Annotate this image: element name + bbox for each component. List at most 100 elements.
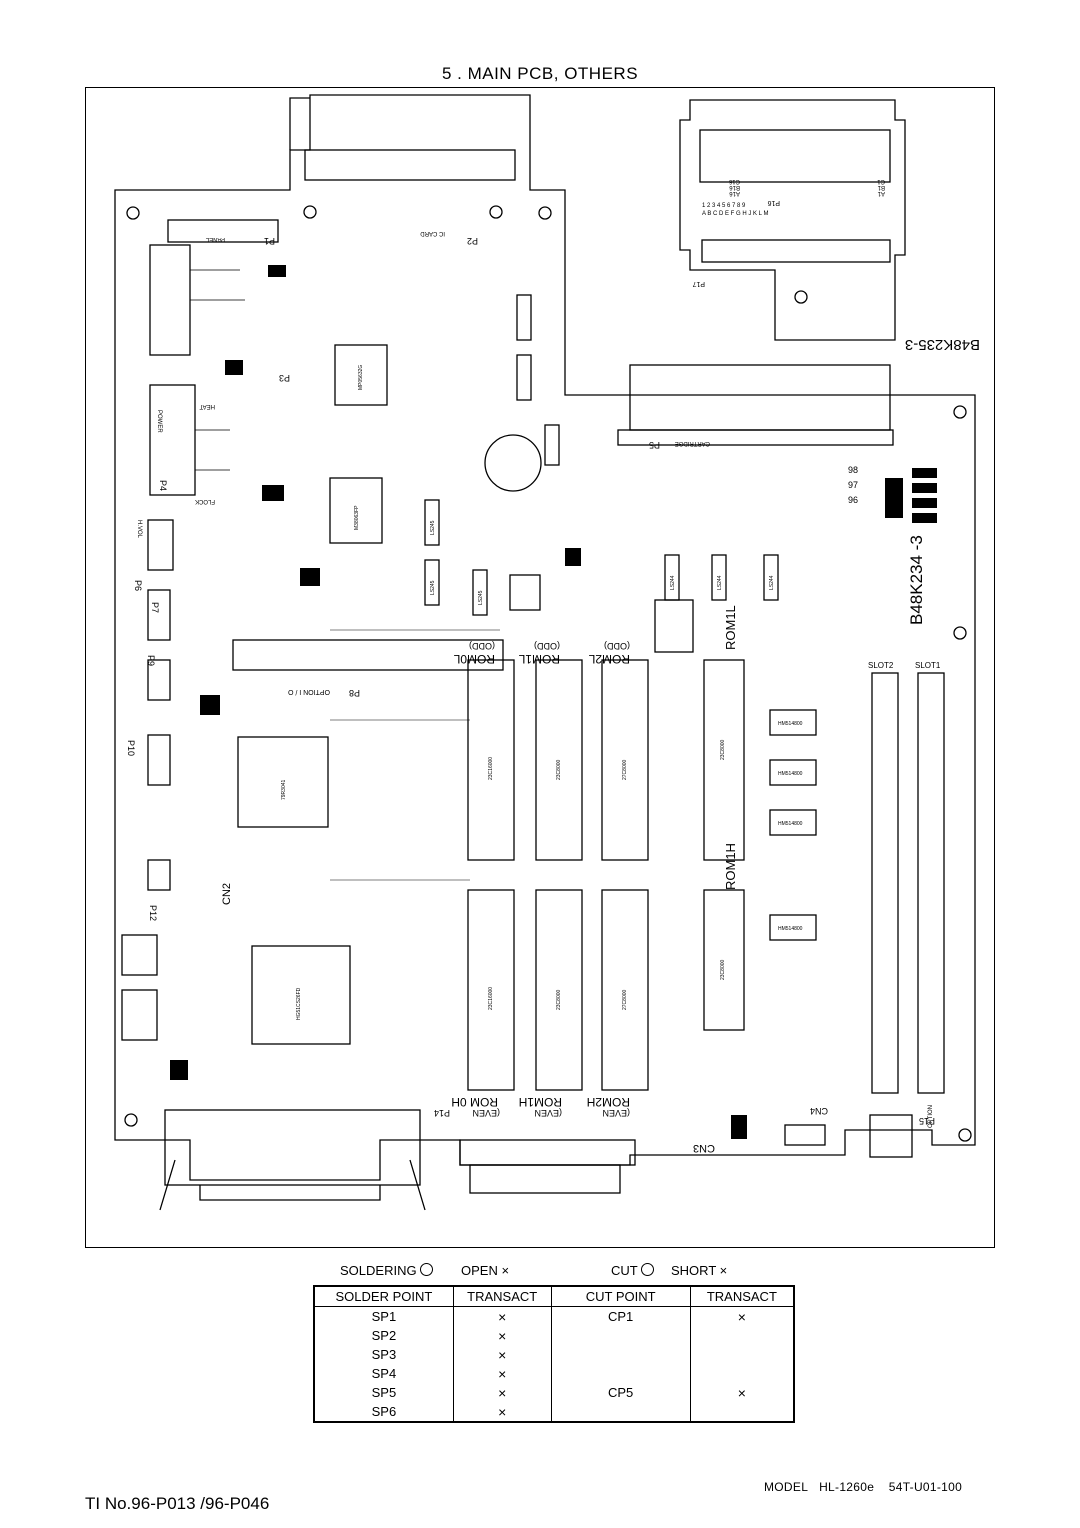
solder-point: SP6 <box>371 1404 397 1419</box>
ic-marking: 79R3041 <box>281 779 287 800</box>
edge-row-numbers: 1 2 3 4 5 6 7 8 9 <box>702 203 746 209</box>
cut-point <box>550 1326 691 1345</box>
solder-point: SP1 <box>371 1309 397 1324</box>
edge-pin-97: 97 <box>848 480 858 490</box>
label-p1: P1 <box>264 236 275 246</box>
ic-marking: 23C8000 <box>720 739 726 760</box>
ic-marking: LS244 <box>717 575 723 590</box>
connector-id-edge: B48K235-3 <box>905 336 980 353</box>
label-p9: P9 <box>146 655 156 666</box>
ic-marking: LS245 <box>430 580 436 595</box>
label-option-io: OPTION I / O <box>287 688 330 695</box>
legend-open-label: OPEN <box>461 1263 498 1278</box>
table-row: SP6 × <box>314 1402 794 1422</box>
ic-marking: LS244 <box>670 575 676 590</box>
label-rom2l: ROM2L <box>588 652 630 666</box>
board-outline <box>114 94 976 1181</box>
ic-marking: 27C8000 <box>622 989 628 1010</box>
cut-transact: × <box>689 1383 794 1402</box>
diagram-frame <box>85 87 995 1248</box>
label-p8: P8 <box>349 688 360 698</box>
edge-row-letters: A B C D E F G H J K L M <box>702 211 768 217</box>
table-row: SP3 × <box>314 1345 794 1364</box>
cut-point <box>550 1345 691 1364</box>
model-number: HL-1260e <box>819 1480 875 1494</box>
label-ic-card: IC CARD <box>420 230 445 236</box>
label-cn4: CN4 <box>810 1106 828 1116</box>
label-p12: P12 <box>148 905 158 921</box>
ic-marking: HM514800 <box>778 821 803 827</box>
legend-cut-label: CUT <box>611 1263 638 1278</box>
page-title: 5 . MAIN PCB, OTHERS <box>441 64 639 83</box>
edge-pin-98: 98 <box>848 465 858 475</box>
solder-transact: × <box>452 1364 552 1383</box>
legend-short-label: SHORT <box>671 1263 717 1278</box>
label-p10: P10 <box>126 740 136 756</box>
label-slot1: SLOT1 <box>915 661 941 670</box>
cross-icon: × <box>501 1263 510 1278</box>
ic-marking: LS245 <box>430 520 436 535</box>
legend-cut: CUT <box>611 1263 655 1278</box>
label-cn3: CN3 <box>693 1142 715 1154</box>
ic-marking: 23C16000 <box>488 987 494 1010</box>
header-cut-point: CUT POINT <box>550 1286 691 1307</box>
table-row: SP4 × <box>314 1364 794 1383</box>
label-even-3: (EVEN <box>602 1108 630 1118</box>
label-heat: HEAT <box>199 403 215 409</box>
label-rom0l: ROM0L <box>453 652 495 666</box>
circle-icon <box>641 1263 655 1276</box>
label-rom2h: ROM2H <box>587 1095 630 1109</box>
solder-transact: × <box>452 1402 552 1422</box>
label-even-1: (EVEN <box>472 1108 500 1118</box>
cross-icon: × <box>719 1263 728 1278</box>
ic-marking: HM514800 <box>778 926 803 932</box>
solder-transact: × <box>452 1383 552 1402</box>
pin-ref: P16 <box>767 199 780 206</box>
ic-marking: M38063FP <box>354 505 360 530</box>
pcb-diagram: ROM1L ROM1H ROM0L ROM1L ROM2L (ODD) (ODD… <box>114 94 980 1211</box>
label-p5: P5 <box>649 440 660 450</box>
pin-ref: A1 <box>877 190 885 196</box>
header-transact: TRANSACT <box>689 1286 794 1307</box>
label-odd-3: (ODD) <box>604 641 630 651</box>
label-cartridge: CARTRIDGE <box>675 440 710 446</box>
solder-transact: × <box>452 1345 552 1364</box>
ic-marking: 27C8000 <box>622 759 628 780</box>
label-p4: P4 <box>158 480 168 491</box>
ic-marking: 23C16000 <box>488 757 494 780</box>
solder-point: SP3 <box>371 1347 397 1362</box>
table-row: SP5 × CP5 × <box>314 1383 794 1402</box>
pin-ref: B1 <box>877 184 885 190</box>
label-odd-1: (ODD) <box>469 641 495 651</box>
label-p14: P14 <box>434 1108 450 1118</box>
solder-point: SP4 <box>371 1366 397 1381</box>
legend-short: SHORT × <box>671 1263 727 1278</box>
pin-ref: B16 <box>729 184 740 190</box>
circle-icon <box>420 1263 434 1276</box>
ic-marking: 23C8000 <box>556 989 562 1010</box>
doc-code: 54T-U01-100 <box>888 1480 963 1494</box>
cut-point <box>550 1402 691 1422</box>
ic-marking: HM514800 <box>778 721 803 727</box>
header-transact: TRANSACT <box>452 1286 552 1307</box>
solder-point: SP5 <box>371 1385 397 1400</box>
ic-marking: 23C8000 <box>720 959 726 980</box>
solder-transact: × <box>452 1326 552 1345</box>
label-panel: PANEL <box>205 236 225 242</box>
cut-transact <box>689 1364 794 1383</box>
legend-soldering: SOLDERING <box>340 1263 434 1278</box>
cut-point <box>550 1364 691 1383</box>
table-header-row: SOLDER POINT TRANSACT CUT POINT TRANSACT <box>314 1286 794 1307</box>
model-line: MODEL HL-1260e 54T-U01-100 <box>764 1480 962 1494</box>
label-rom1l-top: ROM1L <box>518 652 560 666</box>
label-odd-2: (ODD) <box>534 641 560 651</box>
label-rom0h: ROM 0H <box>451 1095 498 1109</box>
label-hvol: H.VOL <box>136 520 142 539</box>
table-row: SP2 × <box>314 1326 794 1345</box>
ti-number: TI No.96-P013 /96-P046 <box>85 1494 270 1513</box>
label-p2: P2 <box>467 236 478 246</box>
label-rom1l: ROM1L <box>723 605 738 650</box>
ic-marking: LS245 <box>478 590 484 605</box>
cut-transact <box>689 1345 794 1364</box>
cut-transact <box>689 1326 794 1345</box>
